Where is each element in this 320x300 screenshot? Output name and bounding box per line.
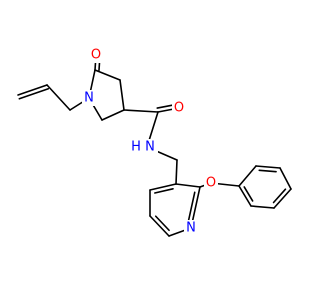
- atom-label-n-ring: N: [84, 91, 94, 106]
- bond-double-f4-f5: [272, 188, 287, 204]
- bond-ch2-p3: [175, 159, 178, 185]
- atom-o-ether: O: [204, 175, 218, 191]
- bond-c2-c3: [119, 79, 125, 111]
- bond-f2-f3: [255, 165, 281, 169]
- atom-label-o-ether: O: [206, 176, 216, 191]
- structure-diagram: O N O H N O N: [17, 47, 292, 237]
- bond-p4-p3: [149, 183, 177, 191]
- atom-nh-amide: H N: [128, 139, 158, 155]
- bond-double-p1-p2: [187, 191, 196, 222]
- bond-a2-a3: [17, 84, 48, 96]
- bond-f3-f4: [279, 167, 292, 190]
- bond-double-a2-a3: [18, 87, 50, 100]
- atom-label-o-ring-carbonyl: O: [91, 48, 101, 63]
- bond-p3-p2: [175, 183, 201, 188]
- atom-label-n-pyridine: N: [186, 221, 196, 236]
- atom-label-layer: O N O H N O N: [82, 47, 218, 236]
- atom-n-pyridine: N: [184, 220, 198, 236]
- bond-a1-a2: [46, 84, 71, 111]
- bond-f5-f6: [250, 205, 275, 209]
- bond-p6-p5: [149, 215, 170, 237]
- bond-double-f2-f3: [258, 169, 277, 173]
- atom-n-ring: N: [82, 90, 96, 106]
- atom-o-amide: O: [172, 100, 186, 116]
- bond-c3-c4: [101, 109, 125, 121]
- atom-o-ring-carbonyl: O: [89, 47, 103, 63]
- atom-label-n-amide: N: [145, 140, 155, 155]
- atom-label-o-amide: O: [174, 101, 184, 116]
- bond-f4-f5: [273, 188, 292, 209]
- bond-c5-c2: [94, 69, 121, 81]
- bond-double-f6-f1: [243, 186, 254, 202]
- bond-f1-f2: [238, 165, 257, 187]
- bond-double-p4-p3: [153, 187, 174, 194]
- atom-label-h-amide: H: [131, 140, 141, 155]
- bond-double-p6-p5: [154, 215, 170, 232]
- bond-c3-ca: [123, 109, 159, 113]
- bond-f6-f1: [238, 185, 252, 207]
